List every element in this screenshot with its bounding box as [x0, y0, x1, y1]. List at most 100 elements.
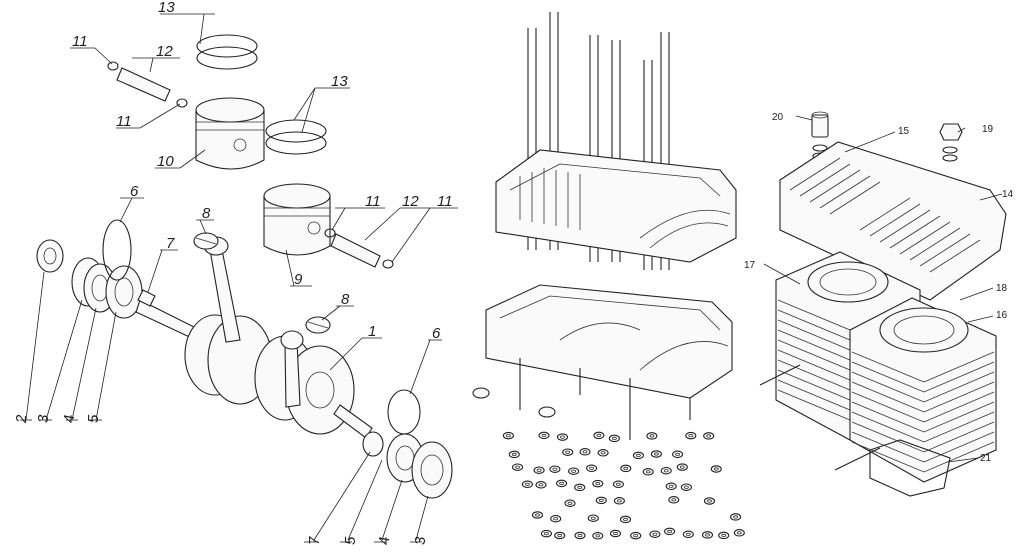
label-15: 15 — [898, 126, 910, 137]
nut-or-washer — [521, 480, 533, 489]
nut-hole — [596, 433, 602, 437]
fin-line — [777, 359, 851, 391]
spacer-left — [137, 289, 156, 307]
nut-or-washer — [630, 531, 642, 540]
head-nut-right — [939, 123, 963, 162]
nut-hole — [598, 498, 604, 502]
nut-hole — [565, 450, 571, 454]
nut-hole — [571, 469, 576, 473]
crankshaft-assembly — [36, 219, 453, 499]
nut-hole — [589, 466, 594, 470]
nut-hole — [560, 435, 565, 439]
nut-or-washer — [593, 431, 605, 440]
nut-or-washer — [574, 531, 586, 540]
nut-hole — [671, 498, 677, 502]
nut-or-washer — [664, 527, 676, 536]
fin-line — [851, 381, 995, 413]
nut-or-washer — [586, 464, 598, 473]
spacer-right — [362, 431, 384, 457]
fin-line — [851, 371, 995, 403]
nut-hole — [505, 433, 511, 438]
part-labels: 13 11 12 11 10 13 11 12 11 9 6 7 8 8 1 6… — [13, 0, 1014, 545]
nut-or-washer — [564, 499, 576, 507]
nut-or-washer — [649, 530, 661, 538]
nut-hole — [557, 533, 563, 538]
pin-lower — [330, 233, 381, 268]
label-1: 1 — [368, 323, 376, 340]
label-2: 2 — [13, 414, 30, 424]
nut-hole — [590, 516, 596, 520]
nut-or-washer — [579, 448, 591, 456]
nut-or-washer — [554, 531, 566, 540]
nut-or-washer — [612, 480, 624, 489]
nut-hole — [616, 482, 621, 486]
cylinder-stud-a — [759, 364, 801, 386]
nut-or-washer — [642, 468, 654, 476]
fin-line — [777, 329, 851, 361]
nut-hole — [633, 533, 639, 538]
nut-or-washer — [511, 463, 524, 471]
label-11-d: 11 — [437, 193, 453, 210]
rings-top-a — [196, 34, 258, 58]
nut-hole — [663, 469, 669, 473]
label-3-left: 3 — [35, 414, 52, 423]
nut-or-washer — [608, 434, 620, 443]
fin-line — [851, 351, 995, 383]
nuts-and-washers — [502, 431, 745, 540]
nut-hole — [652, 532, 658, 536]
fin-line — [851, 361, 995, 393]
nut-hole — [685, 532, 691, 536]
lower-crankcase — [485, 284, 733, 440]
cylinder-assembly — [759, 111, 1007, 497]
nut-hole — [679, 465, 685, 469]
nut-hole — [733, 515, 738, 519]
upper-crankcase — [495, 149, 737, 263]
nut-or-washer — [568, 467, 580, 475]
nut-hole — [636, 453, 641, 457]
label-9: 9 — [294, 271, 303, 288]
label-6-left: 6 — [130, 183, 139, 200]
label-6-right: 6 — [432, 325, 441, 342]
nut-or-washer — [665, 482, 677, 491]
crankcase-bolts — [472, 387, 556, 418]
nut-hole — [705, 533, 710, 537]
nut-or-washer — [587, 514, 599, 522]
label-10: 10 — [157, 153, 174, 170]
nut-or-washer — [556, 479, 568, 488]
oring-left — [102, 219, 132, 281]
nut-or-washer — [632, 451, 644, 460]
label-11-c: 11 — [365, 193, 381, 210]
fin-line — [851, 411, 995, 443]
nut-hole — [707, 499, 712, 503]
nut-or-washer — [646, 432, 658, 440]
nut-or-washer — [685, 431, 697, 440]
label-3-right: 3 — [412, 536, 429, 545]
nut-hole — [736, 531, 742, 535]
nut-or-washer — [619, 515, 632, 524]
label-8-low: 8 — [341, 291, 350, 308]
fin-line — [851, 421, 995, 453]
nut-hole — [582, 450, 588, 454]
nut-or-washer — [502, 431, 514, 440]
head-nut-left — [811, 111, 829, 160]
label-13-mid: 13 — [331, 73, 348, 90]
nut-hole — [668, 484, 674, 488]
fin-line — [777, 319, 851, 351]
nut-or-washer — [710, 465, 722, 473]
nut-hole — [623, 466, 629, 470]
label-19: 19 — [982, 124, 994, 135]
nut-hole — [706, 434, 712, 438]
nut-or-washer — [672, 450, 684, 459]
nut-or-washer — [613, 497, 625, 505]
label-4-right: 4 — [376, 537, 393, 545]
nut-or-washer — [701, 531, 714, 539]
fin-line — [777, 339, 851, 371]
nut-or-washer — [592, 532, 604, 540]
label-20: 20 — [772, 112, 784, 123]
nut-hole — [612, 436, 617, 440]
nut-hole — [552, 467, 558, 471]
nut-hole — [511, 452, 517, 456]
nut-or-washer — [660, 466, 672, 475]
label-21: 21 — [980, 453, 992, 464]
